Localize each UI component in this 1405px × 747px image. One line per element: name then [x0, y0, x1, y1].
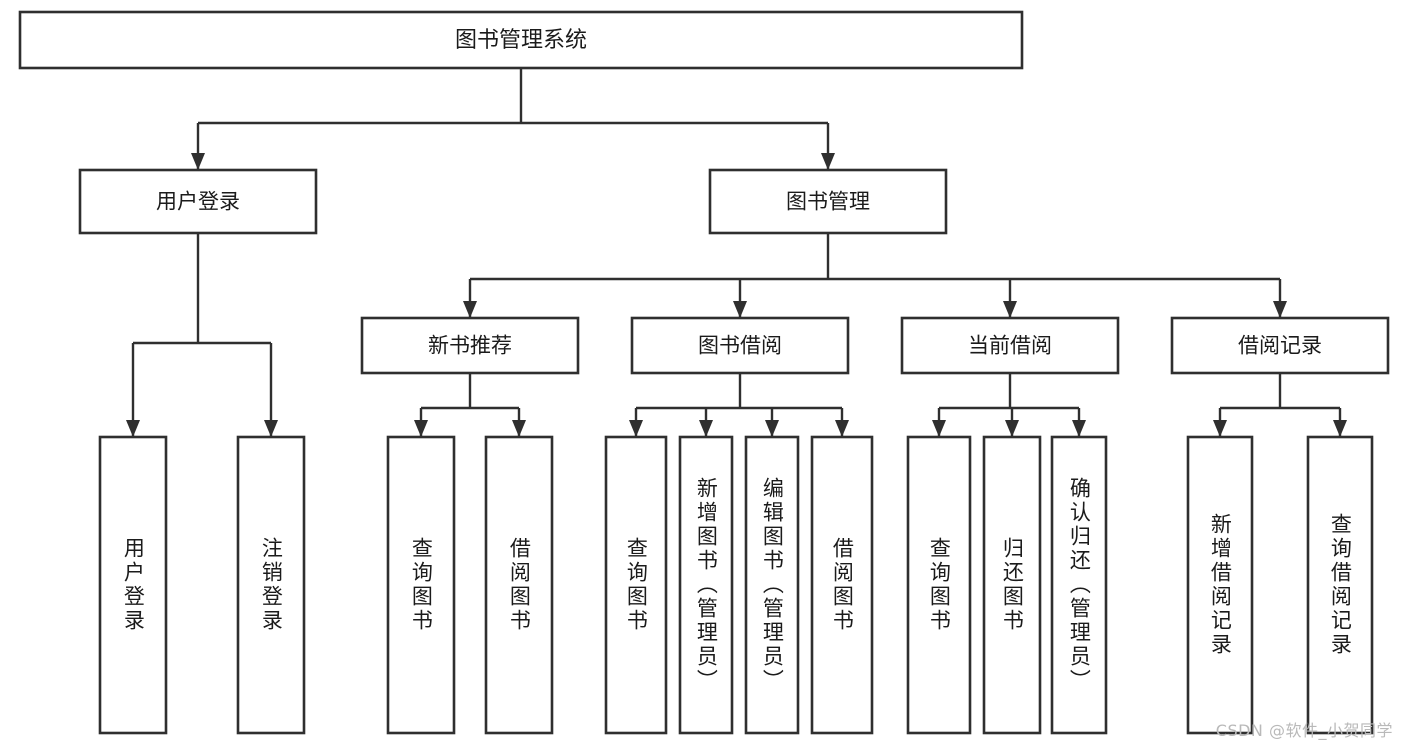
node-leaf-rec-query[interactable] [386, 435, 456, 735]
node-box [1306, 435, 1374, 735]
node-box [744, 435, 800, 735]
node-box [604, 435, 668, 735]
node-leaf-br-query[interactable] [1306, 435, 1374, 735]
node-leaf-br-add[interactable] [1186, 435, 1254, 735]
node-leaf-bb-add[interactable] [678, 435, 734, 735]
node-current-borrow[interactable] [900, 316, 1120, 375]
node-box [1050, 435, 1108, 735]
node-leaf-cb-return[interactable] [982, 435, 1042, 735]
node-box [236, 435, 306, 735]
node-box [78, 168, 318, 235]
node-borrow-record[interactable] [1170, 316, 1390, 375]
node-book-manage[interactable] [708, 168, 948, 235]
node-leaf-bb-edit[interactable] [744, 435, 800, 735]
node-new-book-rec[interactable] [360, 316, 580, 375]
node-label: 当前借阅 [968, 334, 1052, 358]
node-label: 图书管理 [786, 190, 870, 214]
node-box [1186, 435, 1254, 735]
node-box [678, 435, 734, 735]
node-box [360, 316, 580, 375]
node-box [982, 435, 1042, 735]
node-box [18, 10, 1024, 70]
node-leaf-bb-query[interactable] [604, 435, 668, 735]
node-label: 图书管理系统 [455, 28, 587, 53]
node-box [484, 435, 554, 735]
node-leaf-cb-confirm[interactable] [1050, 435, 1108, 735]
edges-layer [126, 68, 1347, 437]
node-box [98, 435, 168, 735]
node-root[interactable] [18, 10, 1024, 70]
node-leaf-rec-borrow[interactable] [484, 435, 554, 735]
node-box [900, 316, 1120, 375]
node-leaf-bb-borrow[interactable] [810, 435, 874, 735]
node-leaf-user-logout[interactable] [236, 435, 306, 735]
watermark: CSDN @软件_小贺同学 [1215, 721, 1393, 740]
node-label: 用户登录 [156, 190, 240, 214]
node-leaf-user-login[interactable] [98, 435, 168, 735]
node-user-login[interactable] [78, 168, 318, 235]
node-box [1170, 316, 1390, 375]
node-leaf-cb-query[interactable] [906, 435, 972, 735]
node-label: 新书推荐 [428, 334, 512, 358]
node-box [810, 435, 874, 735]
node-box [906, 435, 972, 735]
node-label: 图书借阅 [698, 334, 782, 358]
node-box [386, 435, 456, 735]
node-book-borrow[interactable] [630, 316, 850, 375]
node-label: 借阅记录 [1238, 334, 1322, 358]
node-box [630, 316, 850, 375]
node-box [708, 168, 948, 235]
